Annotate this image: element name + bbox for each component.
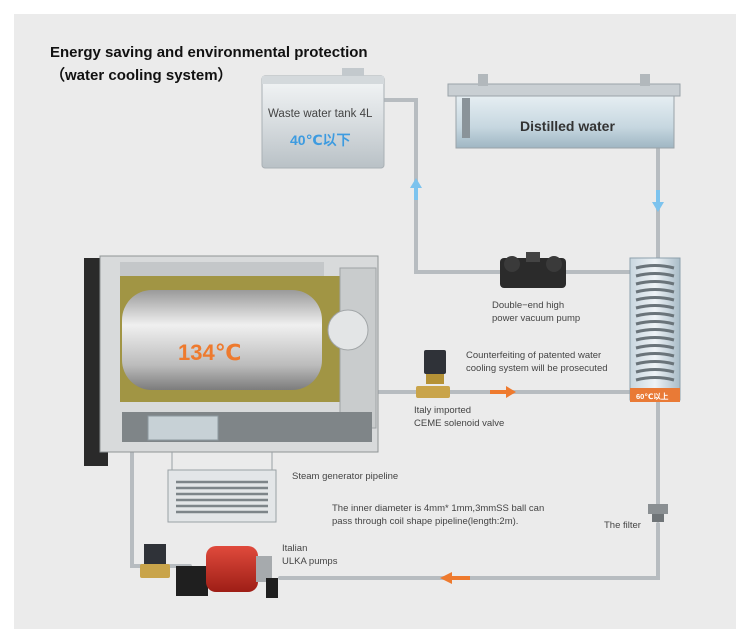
sterilizer-chamber — [84, 255, 379, 466]
waste-water-tank — [261, 68, 385, 169]
inner-diameter-line-1: The inner diameter is 4mm* 1mm,3mmSS bal… — [332, 503, 545, 514]
flow-arrow-left — [440, 572, 470, 584]
distilled-water-label: Distilled water — [520, 118, 615, 134]
coil-turn — [635, 360, 675, 366]
boiler-temp: 134℃ — [178, 340, 242, 365]
notice-line-1: Counterfeiting of patented water — [466, 350, 602, 361]
flow-arrow-up — [410, 178, 422, 200]
ulka-pump-label-1: Italian — [282, 543, 308, 554]
coil-temp: 60℃以上 — [636, 392, 669, 401]
flow-arrow-right — [490, 386, 516, 398]
title-line-2: （water cooling system） — [50, 67, 233, 84]
notice-line-2: cooling system will be prosecuted — [466, 363, 608, 374]
coil-turn — [635, 288, 675, 294]
coil-turn — [635, 312, 675, 318]
steam-pipeline-inset — [167, 452, 277, 523]
solenoid-label-2: CEME solenoid valve — [414, 418, 505, 429]
distilled-water-tank — [447, 74, 681, 149]
coil-turn — [635, 272, 675, 278]
flow-arrow-down — [652, 190, 664, 212]
water-filter — [648, 504, 668, 522]
ulka-pump-label-2: ULKA pumps — [282, 556, 338, 567]
steam-pipeline-label: Steam generator pipeline — [292, 471, 399, 482]
coil-turn — [635, 304, 675, 310]
coil-turn — [635, 320, 675, 326]
coil-turn — [635, 280, 675, 286]
solenoid-valve — [416, 350, 450, 398]
pipe-filter-to-pump — [278, 522, 660, 580]
waste-tank-temp: 40℃以下 — [290, 132, 351, 148]
vacuum-pump-label-2: power vacuum pump — [492, 313, 581, 324]
waste-tank-label: Waste water tank 4L — [268, 108, 373, 120]
title-line-1: Energy saving and environmental protecti… — [50, 44, 368, 61]
coil-turn — [635, 352, 675, 358]
coil-turn — [635, 336, 675, 342]
filter-label: The filter — [604, 520, 641, 531]
vacuum-pump — [500, 252, 566, 288]
cooling-coil — [629, 257, 681, 402]
ulka-pump-assembly — [140, 544, 278, 598]
coil-turn — [635, 344, 675, 350]
coil-turn — [635, 368, 675, 374]
vacuum-pump-label-1: Double−end high — [492, 300, 565, 311]
coil-turn — [635, 296, 675, 302]
coil-turn — [635, 376, 675, 382]
inner-diameter-line-2: pass through coil shape pipeline(length:… — [332, 516, 519, 527]
coil-turn — [635, 328, 675, 334]
coil-turn — [635, 264, 675, 270]
solenoid-label-1: Italy imported — [414, 405, 472, 416]
